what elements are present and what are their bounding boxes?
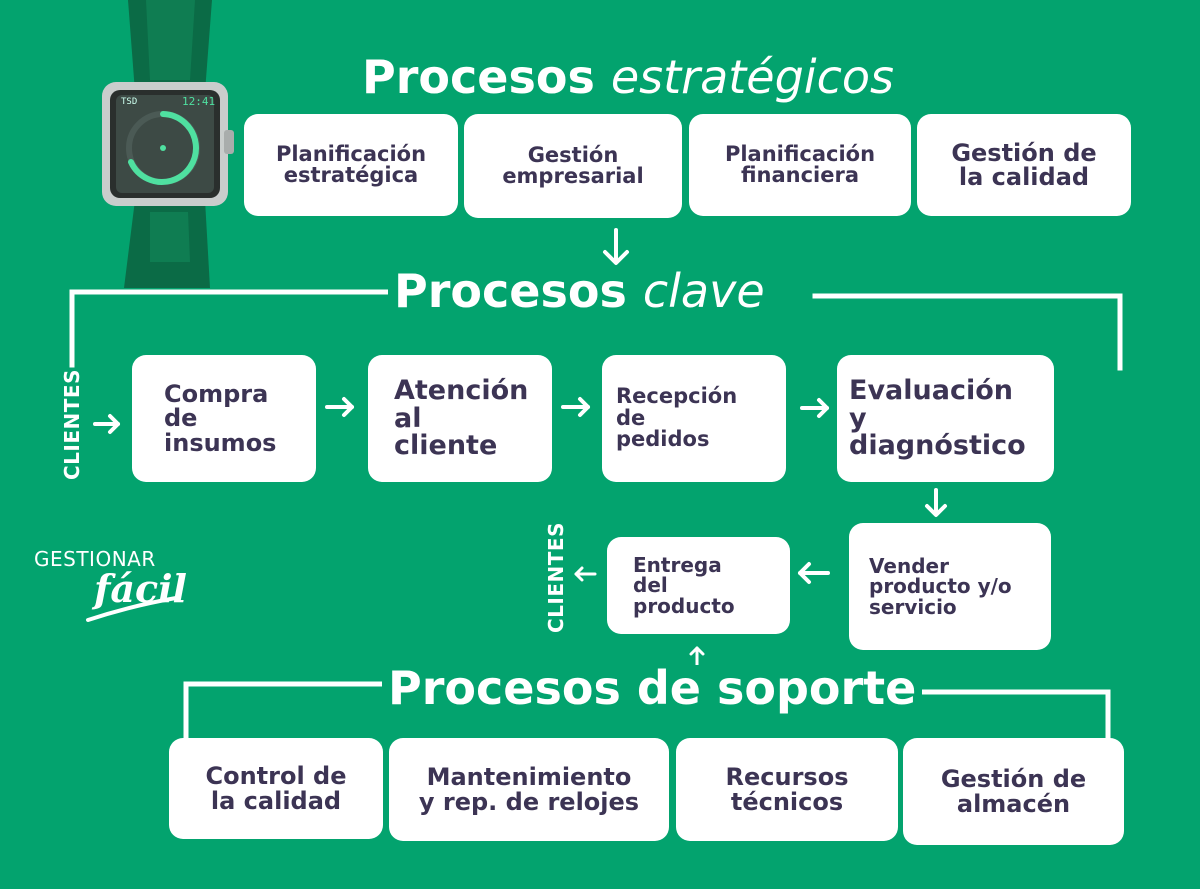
logo-gestionar: GESTIONAR <box>34 547 156 571</box>
key-box-recepcion-pedidos: Recepción de pedidos <box>602 355 786 482</box>
key-box-entrega-producto: Entrega del producto <box>607 537 790 634</box>
heading-key: Procesos clave <box>388 268 771 314</box>
support-box-recursos-tecnicos: Recursos técnicos <box>676 738 898 841</box>
strategic-box-planificacion-financiera: Planificación financiera <box>689 114 911 216</box>
watch <box>102 0 234 288</box>
strategic-box-gestion-empresarial: Gestión empresarial <box>464 114 682 218</box>
key-box-vender-producto: Vender producto y/o servicio <box>849 523 1051 650</box>
arrow-right-1 <box>325 397 354 417</box>
arrow-left-vender <box>798 562 830 584</box>
support-bracket-right <box>915 689 1111 745</box>
heading-strategic-bold: Procesos <box>362 50 595 104</box>
arrow-right-clientes <box>93 414 120 434</box>
key-bracket-left <box>69 289 393 368</box>
heading-strategic-italic: estratégicos <box>610 50 894 104</box>
key-box-evaluacion-diagnostico: Evaluación y diagnóstico <box>837 355 1054 482</box>
heading-key-italic: clave <box>642 264 765 318</box>
arrow-right-2 <box>561 397 590 417</box>
watch-brand-label: TSD <box>121 97 138 107</box>
support-box-gestion-almacen: Gestión de almacén <box>903 738 1124 845</box>
key-box-compra-insumos: Compra de insumos <box>132 355 316 482</box>
key-bracket-right <box>812 293 1123 371</box>
arrow-left-entrega <box>574 566 597 582</box>
watch-time-label: 12:41 <box>182 95 216 108</box>
arrow-up-support <box>689 646 705 668</box>
heading-support: Procesos de soporte <box>382 665 923 711</box>
arrow-down-evaluacion <box>925 488 947 517</box>
arrow-right-3 <box>800 398 829 418</box>
heading-strategic: Procesos estratégicos <box>356 54 900 100</box>
support-box-control-calidad: Control de la calidad <box>169 738 383 839</box>
strategic-box-gestion-calidad: Gestión de la calidad <box>917 114 1131 216</box>
key-box-atencion-cliente: Atención al cliente <box>368 355 552 482</box>
support-box-mantenimiento: Mantenimiento y rep. de relojes <box>389 738 669 841</box>
arrow-down-strategic <box>603 228 629 265</box>
heading-key-bold: Procesos <box>394 264 627 318</box>
heading-support-bold: Procesos de soporte <box>388 661 917 715</box>
support-bracket-left <box>183 681 391 745</box>
strategic-box-planificacion-estrategica: Planificación estratégica <box>244 114 458 216</box>
